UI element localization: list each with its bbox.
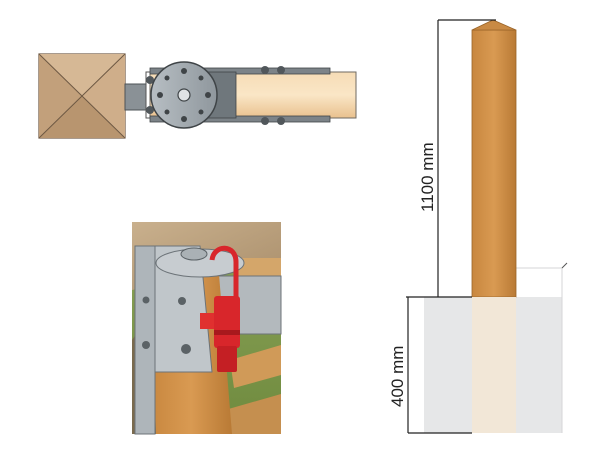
hinge-disc	[150, 61, 218, 129]
post-top-square	[38, 53, 126, 139]
red-latch	[200, 245, 240, 372]
side-view-illustration: 1100 mm 400 mm	[388, 19, 568, 434]
post-below-ground	[472, 297, 516, 433]
post-above-ground	[471, 29, 517, 298]
height-dimension-label: 1100 mm	[418, 142, 437, 212]
top-view-illustration	[38, 53, 357, 139]
hinge-latch-photo	[132, 222, 282, 435]
depth-dimension-label: 400 mm	[388, 346, 407, 407]
